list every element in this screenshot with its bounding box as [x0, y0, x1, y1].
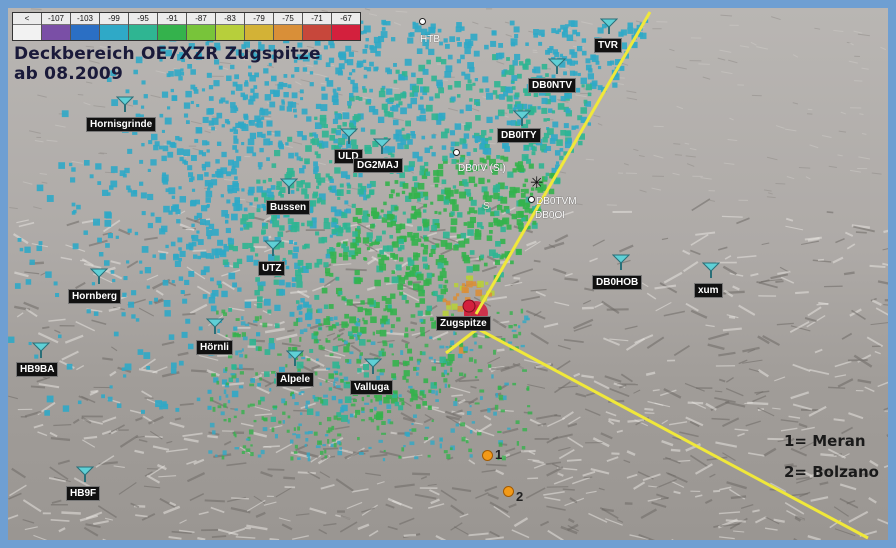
legend-item: -87	[187, 13, 216, 40]
location-marker-2[interactable]	[503, 486, 514, 497]
legend-item: -75	[274, 13, 303, 40]
crosshair-icon: ✳	[530, 175, 544, 192]
station-label: Valluga	[350, 380, 394, 395]
antenna-icon	[513, 110, 531, 126]
db0iv-label: DB0IV (SI)	[458, 163, 506, 174]
legend-swatch	[71, 25, 99, 40]
station-label: xum	[694, 283, 723, 298]
map-title-line1: Deckbereich OE7XZR Zugspitze	[14, 44, 321, 64]
station-label: Hornisgrinde	[86, 117, 157, 132]
location-marker-1[interactable]	[482, 450, 493, 461]
legend-label: -71	[303, 13, 331, 25]
legend-item: <	[13, 13, 42, 40]
legend-label: -107	[42, 13, 70, 25]
antenna-icon	[702, 262, 720, 278]
legend-swatch	[42, 25, 70, 40]
antenna-icon	[90, 268, 108, 284]
antenna-icon	[612, 254, 630, 270]
station-label: Alpele	[276, 372, 315, 387]
south-stub-line	[445, 328, 477, 355]
station-label: Bussen	[266, 200, 311, 215]
legend-swatch	[216, 25, 244, 40]
station-label: DB0ITY	[497, 128, 541, 143]
map-title: Deckbereich OE7XZR Zugspitze ab 08.2009	[14, 44, 321, 84]
antenna-icon	[600, 18, 618, 34]
station-label: UTZ	[258, 261, 286, 276]
legend-swatch	[100, 25, 128, 40]
db0oi-label: DB0OI	[535, 210, 566, 221]
antenna-icon	[286, 350, 304, 366]
legend-label: -95	[129, 13, 157, 25]
legend-item: -79	[245, 13, 274, 40]
legend-swatch	[245, 25, 273, 40]
htb-label: HTB	[420, 34, 440, 45]
station-label: TVR	[594, 38, 622, 53]
db0tvm-dot	[528, 196, 535, 203]
legend-item: -83	[216, 13, 245, 40]
station-label: HB9F	[66, 486, 101, 501]
note-bolzano: 2= Bolzano	[784, 463, 879, 481]
s-label: S	[483, 201, 490, 212]
antenna-icon	[373, 138, 391, 154]
legend-swatch	[303, 25, 331, 40]
signal-legend: <-107-103-99-95-91-87-83-79-75-71-67	[12, 12, 361, 41]
legend-label: -103	[71, 13, 99, 25]
north-direction-line	[474, 11, 652, 315]
legend-item: -71	[303, 13, 332, 40]
legend-label: -83	[216, 13, 244, 25]
station-label: DB0HOB	[592, 275, 643, 290]
antenna-icon	[548, 58, 566, 74]
antenna-icon	[76, 466, 94, 482]
station-label: Zugspitze	[436, 316, 491, 331]
direction-lines	[445, 11, 869, 540]
note-meran: 1= Meran	[784, 432, 866, 450]
legend-swatch	[158, 25, 186, 40]
location-marker-2-number: 2	[516, 489, 524, 504]
station-label: DG2MAJ	[353, 158, 403, 173]
db0iv-dot	[453, 149, 460, 156]
legend-label: -99	[100, 13, 128, 25]
legend-swatch	[332, 25, 360, 40]
map-title-line2: ab 08.2009	[14, 64, 123, 84]
station-label: HB9BA	[16, 362, 59, 377]
legend-swatch	[13, 25, 41, 40]
station-label: Hörnli	[196, 340, 233, 355]
antenna-icon	[364, 358, 382, 374]
southeast-direction-line	[479, 328, 869, 540]
legend-item: -91	[158, 13, 187, 40]
legend-label: <	[13, 13, 41, 25]
legend-label: -87	[187, 13, 215, 25]
antenna-icon	[206, 318, 224, 334]
legend-item: -99	[100, 13, 129, 40]
legend-item: -67	[332, 13, 360, 40]
legend-swatch	[274, 25, 302, 40]
htb-dot	[419, 18, 426, 25]
legend-item: -95	[129, 13, 158, 40]
legend-item: -103	[71, 13, 100, 40]
legend-label: -79	[245, 13, 273, 25]
legend-label: -91	[158, 13, 186, 25]
location-marker-1-number: 1	[495, 447, 503, 462]
antenna-icon	[280, 178, 298, 194]
legend-label: -75	[274, 13, 302, 25]
antenna-icon	[116, 96, 134, 112]
db0tvm-label: DB0TVM	[536, 196, 577, 207]
legend-swatch	[187, 25, 215, 40]
legend-item: -107	[42, 13, 71, 40]
station-label: DB0NTV	[528, 78, 577, 93]
transmitter-icon	[462, 299, 476, 313]
coverage-area	[8, 18, 649, 462]
antenna-icon	[340, 128, 358, 144]
legend-label: -67	[332, 13, 360, 25]
coverage-map[interactable]: <-107-103-99-95-91-87-83-79-75-71-67 Dec…	[8, 8, 888, 540]
station-label: Hornberg	[68, 289, 121, 304]
legend-swatch	[129, 25, 157, 40]
antenna-icon	[32, 342, 50, 358]
antenna-icon	[264, 240, 282, 256]
